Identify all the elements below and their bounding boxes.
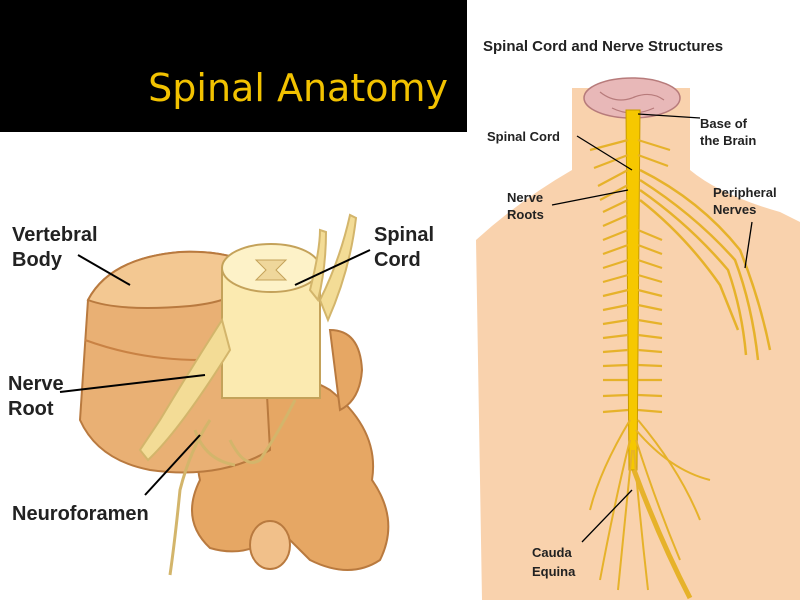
label-spinal-cord-left-2: Cord [374,249,421,271]
label-base-of-brain-1: Base of [700,116,748,131]
label-nerve-roots-2: Roots [507,207,544,222]
right-diagram-title: Spinal Cord and Nerve Structures [483,38,723,55]
cauda-equina-nerves [589,419,711,591]
label-nerve-root-2: Root [8,398,54,420]
slide-title: Spinal Anatomy [148,66,448,110]
label-cauda-2: Equina [532,564,576,579]
title-bar [0,0,467,132]
back-diagram [476,77,800,600]
label-base-of-brain-2: the Brain [700,133,756,148]
label-vertebral-body-1: Vertebral [12,224,98,246]
label-peripheral-1: Peripheral [713,185,777,200]
spinal-cord-main [625,109,641,471]
label-spinal-cord-left-1: Spinal [374,224,434,246]
right-leader-lines [551,113,753,543]
right-nerves [637,138,671,414]
peripheral-nerve-bundle [639,168,772,361]
label-vertebral-body-2: Body [12,249,63,271]
nerve-root-bundle [138,213,358,462]
label-neuroforamen: Neuroforamen [12,503,149,525]
vertebra-diagram [59,213,390,576]
label-nerve-roots-1: Nerve [507,190,543,205]
label-spinal-cord-right: Spinal Cord [487,129,560,144]
label-peripheral-2: Nerves [713,202,756,217]
neural-strands [168,399,297,576]
left-nerves [589,138,629,414]
label-cauda-1: Cauda [532,545,573,560]
left-leader-lines [59,249,371,496]
label-nerve-root-1: Nerve [8,373,64,395]
